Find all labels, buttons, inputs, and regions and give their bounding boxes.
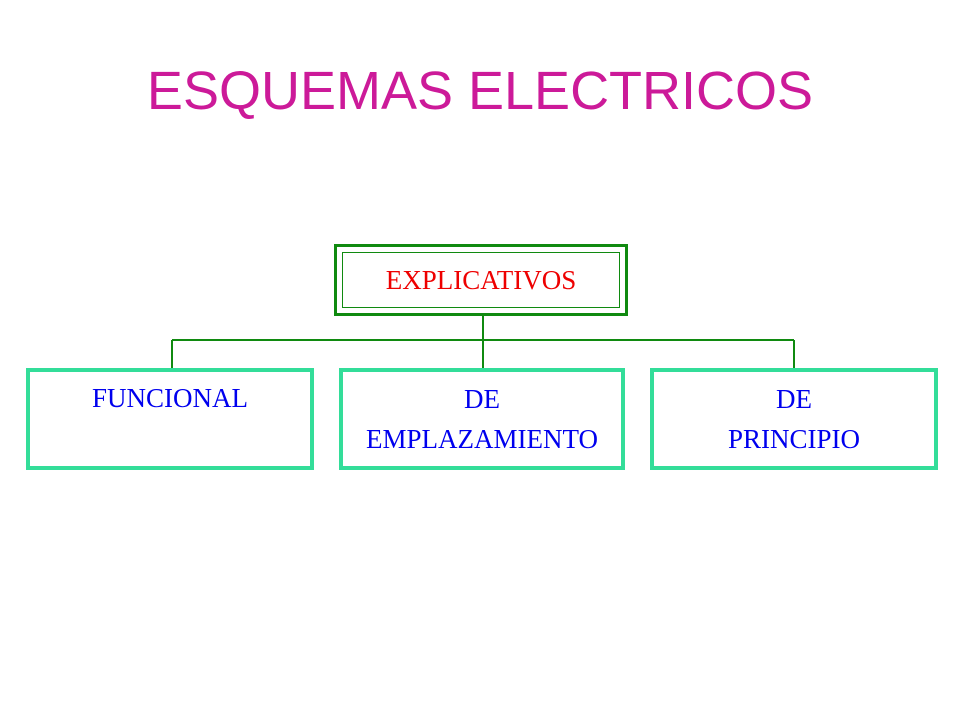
node-de-principio: DE PRINCIPIO <box>650 368 938 470</box>
node-de-principio-line-2: PRINCIPIO <box>727 424 861 454</box>
node-de-emplazamiento-line-1: DE <box>464 384 500 414</box>
node-funcional: FUNCIONAL <box>26 368 314 470</box>
node-funcional-label: FUNCIONAL <box>91 383 248 413</box>
slide-title: ESQUEMAS ELECTRICOS <box>146 61 814 121</box>
node-de-emplazamiento-line-2: EMPLAZAMIENTO <box>366 424 598 454</box>
node-explicativos: EXPLICATIVOS <box>334 244 628 316</box>
node-de-principio-line-1: DE <box>776 384 812 414</box>
node-de-emplazamiento: DE EMPLAZAMIENTO <box>339 368 625 470</box>
node-explicativos-label: EXPLICATIVOS <box>385 264 577 295</box>
